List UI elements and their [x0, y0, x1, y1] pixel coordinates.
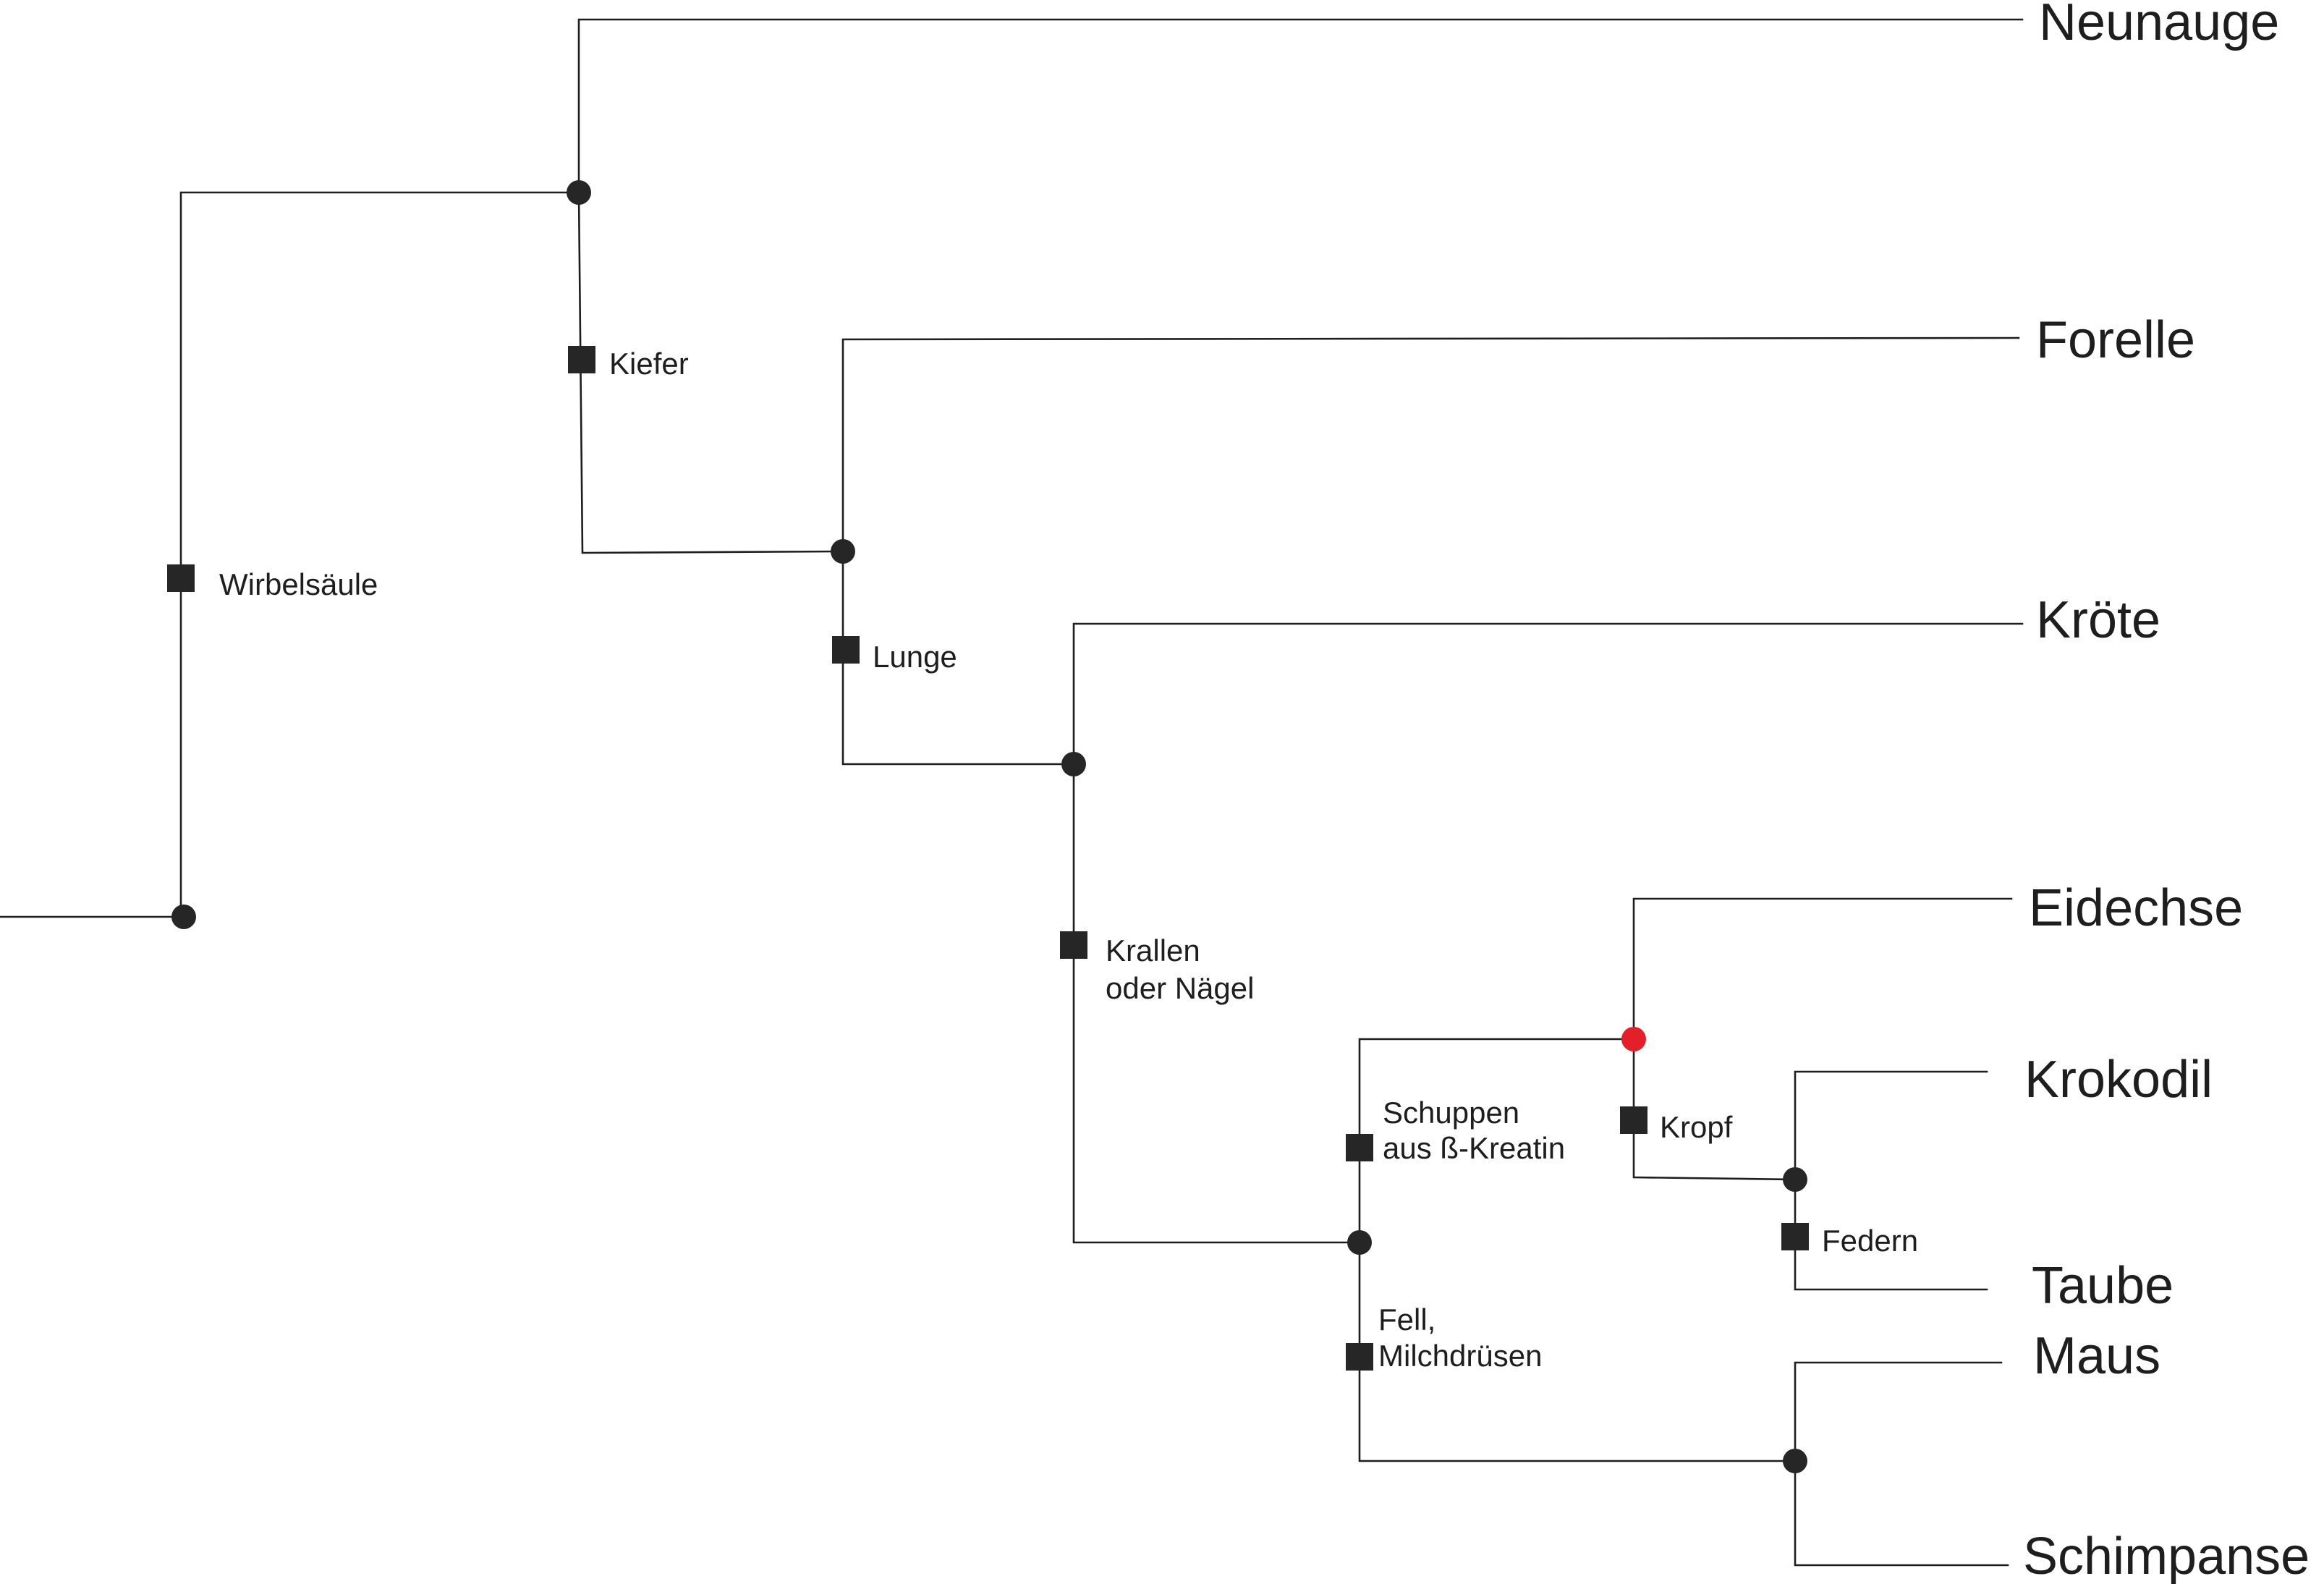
node-archosaurs [1783, 1167, 1807, 1192]
node-tetrapods [1061, 752, 1086, 776]
trait-wirbelsaeule: Wirbelsäule [219, 567, 378, 601]
marker-krallen [1060, 931, 1087, 959]
taxon-eidechse: Eidechse [2029, 879, 2243, 937]
maus-branch [1794, 1361, 2003, 1462]
taxon-forelle: Forelle [2036, 311, 2195, 369]
trait-krallen-line2: oder Nägel [1106, 971, 1254, 1005]
jawed-branch [577, 191, 844, 554]
trait-kiefer: Kiefer [609, 347, 689, 381]
node-mammals [1783, 1449, 1807, 1473]
trait-lunge: Lunge [873, 640, 957, 674]
node-jawed [831, 539, 855, 564]
marker-lunge [832, 636, 860, 664]
marker-fell [1346, 1343, 1373, 1371]
kroete-branch [1072, 622, 2024, 766]
lung-branch [841, 550, 1075, 766]
claw-branch [1072, 763, 1361, 1244]
marker-schuppen [1346, 1134, 1373, 1161]
marker-kropf [1620, 1106, 1647, 1134]
marker-federn [1781, 1223, 1809, 1250]
trait-federn: Federn [1822, 1224, 1918, 1258]
marker-wirbelsaeule [167, 564, 195, 592]
trait-labels: Wirbelsäule Kiefer Lunge Krallen oder Nä… [219, 347, 1918, 1373]
branches [0, 18, 2024, 1567]
neunauge-branch [577, 18, 2024, 194]
trait-fell-line1: Fell, [1378, 1303, 1435, 1337]
mammal-branch [1358, 1241, 1797, 1462]
taxon-labels: Neunauge Forelle Kröte Eidechse Krokodil… [2023, 0, 2310, 1584]
trait-krallen-line1: Krallen [1106, 933, 1200, 967]
node-root [171, 905, 196, 929]
marker-kiefer [568, 346, 595, 373]
trait-markers [167, 346, 1809, 1371]
vertebrate-branch [179, 191, 580, 918]
taxon-taube: Taube [2032, 1257, 2174, 1315]
archosaur-branch [1632, 1038, 1797, 1181]
trait-schuppen-line1: Schuppen [1383, 1096, 1519, 1130]
reptile-branch [1358, 1038, 1635, 1244]
eidechse-branch [1632, 897, 2013, 1041]
node-vertebrates [567, 180, 591, 205]
nodes [171, 180, 1807, 1473]
trait-schuppen-line2: aus ß-Kreatin [1383, 1131, 1565, 1165]
node-reptiles-highlight [1621, 1027, 1646, 1051]
schimpanse-branch [1794, 1460, 2009, 1567]
trait-fell-line2: Milchdrüsen [1378, 1339, 1542, 1373]
taxon-maus: Maus [2033, 1327, 2160, 1385]
node-amniotes [1347, 1230, 1372, 1255]
krokodil-branch [1794, 1070, 1988, 1181]
taxon-neunauge: Neunauge [2039, 0, 2279, 51]
taxon-schimpanse: Schimpanse [2023, 1528, 2310, 1584]
forelle-branch [841, 336, 2020, 553]
taxon-krokodil: Krokodil [2024, 1051, 2213, 1109]
taube-branch [1794, 1178, 1988, 1291]
taxon-kroete: Kröte [2036, 591, 2160, 649]
trait-kropf: Kropf [1660, 1110, 1733, 1144]
